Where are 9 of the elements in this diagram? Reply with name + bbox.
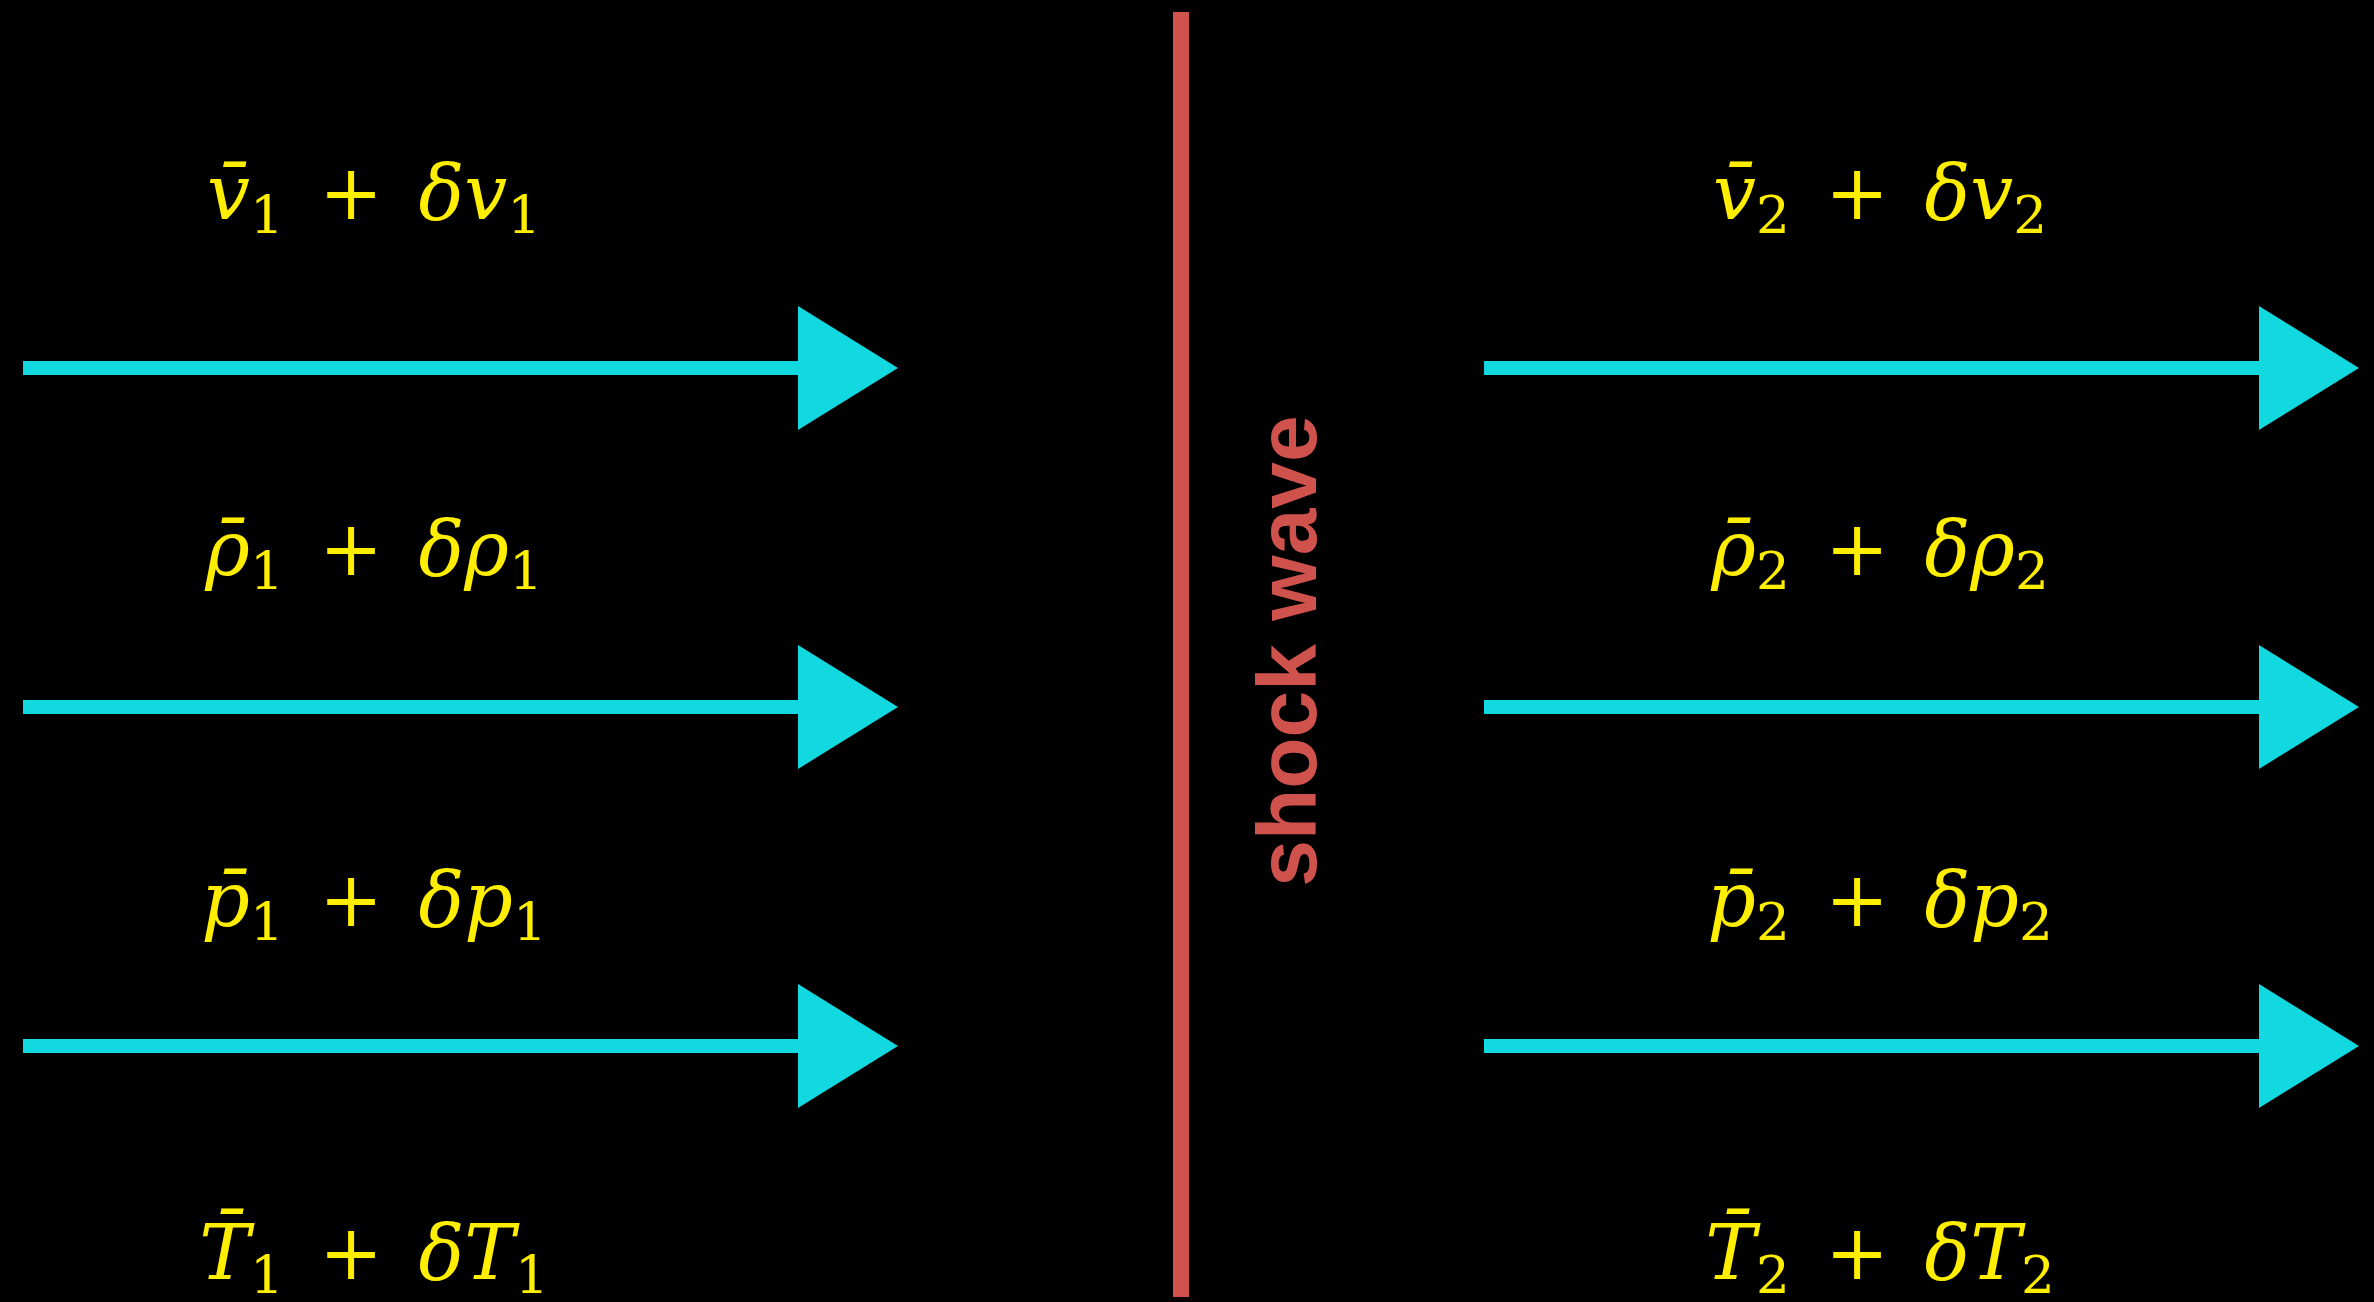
shock-wave-label: shock wave: [1238, 415, 1335, 887]
formula: ρ̄$_{2}$ + δρ$_{2}$: [1711, 504, 2049, 602]
formula: ρ̄$_{1}$ + δρ$_{1}$: [205, 504, 543, 602]
formula: p̄$_{2}$ + δp$_{2}$: [1707, 855, 2053, 953]
formula: p̄$_{1}$ + δp$_{1}$: [201, 855, 547, 953]
formula: v̄$_{2}$ + δv$_{2}$: [1712, 148, 2048, 246]
formula: T̄$_{2}$ + δT$_{2}$: [1705, 1208, 2055, 1302]
formula: v̄$_{1}$ + δv$_{1}$: [206, 148, 542, 246]
formula: T̄$_{1}$ + δT$_{1}$: [199, 1208, 549, 1302]
